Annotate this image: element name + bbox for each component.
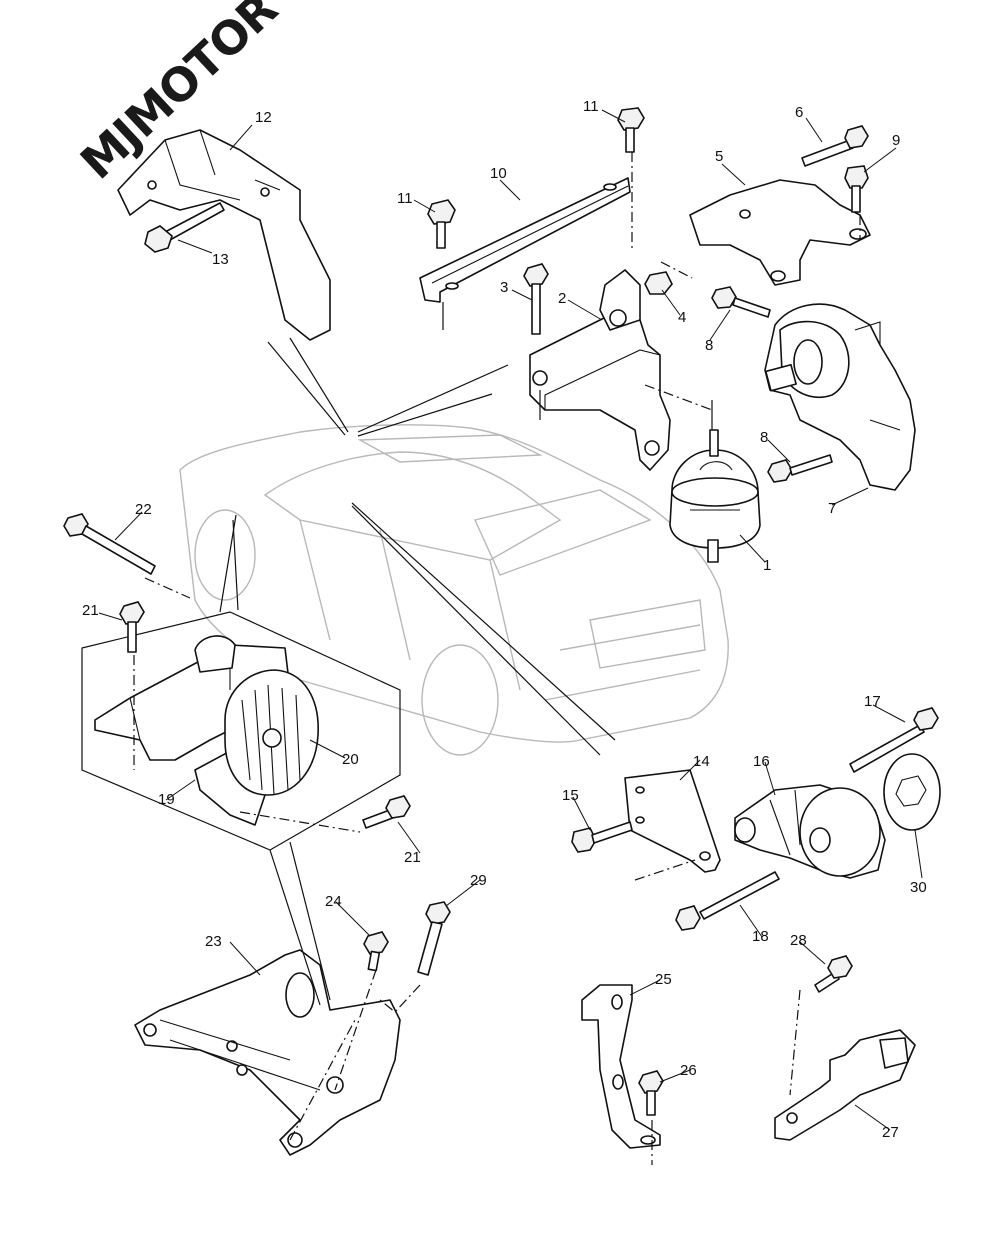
callout-11-right: 11 <box>583 98 599 115</box>
callout-6: 6 <box>795 104 803 121</box>
callout-15: 15 <box>562 787 579 804</box>
part-20-mount <box>194 635 319 796</box>
callout-26: 26 <box>680 1062 697 1079</box>
callout-labels: 12 13 11 11 10 6 9 5 3 2 4 8 8 7 1 22 21… <box>82 98 927 1141</box>
callout-leaders <box>98 109 923 1131</box>
callout-16: 16 <box>753 753 770 770</box>
assembly-guides <box>133 152 861 1165</box>
callout-17: 17 <box>864 693 881 710</box>
part-25-bracket <box>581 984 661 1149</box>
part-12-bracket <box>117 129 331 341</box>
part-3-bolt <box>523 263 549 335</box>
callout-8-lower: 8 <box>760 429 768 446</box>
callout-20: 20 <box>342 751 359 768</box>
callout-4: 4 <box>678 309 686 326</box>
callout-24: 24 <box>325 893 342 910</box>
part-21-bolt-upper <box>119 601 145 653</box>
part-24-bolt <box>363 931 389 972</box>
callout-27: 27 <box>882 1124 899 1141</box>
callout-25: 25 <box>655 971 672 988</box>
callout-10: 10 <box>490 165 507 182</box>
part-14-plate <box>624 769 721 873</box>
part-11-bolt-right <box>617 107 645 153</box>
callout-2: 2 <box>558 290 566 307</box>
callout-23: 23 <box>205 933 222 950</box>
part-13-bolt <box>144 202 225 253</box>
callout-5: 5 <box>715 148 723 165</box>
part-10-rail <box>419 177 631 303</box>
part-4-nut <box>644 271 673 295</box>
part-17-bolt <box>849 707 939 773</box>
part-18-bolt <box>675 871 780 931</box>
part-29-bolt <box>417 901 451 976</box>
callout-21-lower: 21 <box>404 849 421 866</box>
callout-1: 1 <box>763 557 771 574</box>
part-8-bolt-lower <box>767 454 833 483</box>
part-7-mount <box>764 303 916 491</box>
part-8-bolt-upper <box>711 286 771 318</box>
part-30-washer <box>883 753 941 831</box>
callout-13: 13 <box>212 251 229 268</box>
callout-12: 12 <box>255 109 272 126</box>
part-11-bolt-left <box>427 199 456 249</box>
part-16-mount <box>734 784 886 879</box>
part-27-bracket <box>774 1029 916 1141</box>
callout-29: 29 <box>470 872 487 889</box>
callout-8-upper: 8 <box>705 337 713 354</box>
callout-22: 22 <box>135 501 152 518</box>
car-outline <box>179 424 729 756</box>
part-9-bolt <box>844 165 869 213</box>
part-22-bolt <box>63 513 156 575</box>
part-23-bracket <box>134 949 401 1156</box>
pointer-lines <box>219 337 616 1006</box>
callout-18: 18 <box>752 928 769 945</box>
callout-11-left: 11 <box>397 190 413 207</box>
inset-box-left <box>81 611 401 851</box>
part-21-bolt-lower <box>362 795 411 829</box>
callout-21-upper: 21 <box>82 602 99 619</box>
part-1-rubber-mount <box>669 429 761 563</box>
callout-3: 3 <box>500 279 508 296</box>
part-6-bolt <box>801 125 869 167</box>
part-26-bolt <box>638 1070 664 1116</box>
callout-9: 9 <box>892 132 900 149</box>
callout-30: 30 <box>910 879 927 896</box>
part-28-bolt <box>814 955 853 993</box>
callout-19: 19 <box>158 791 175 808</box>
part-5-bracket <box>689 179 871 286</box>
callout-7: 7 <box>828 500 836 517</box>
part-15-bolt <box>571 821 633 853</box>
callout-28: 28 <box>790 932 807 949</box>
callout-14: 14 <box>693 753 710 770</box>
part-2-mount-bracket <box>529 269 671 471</box>
